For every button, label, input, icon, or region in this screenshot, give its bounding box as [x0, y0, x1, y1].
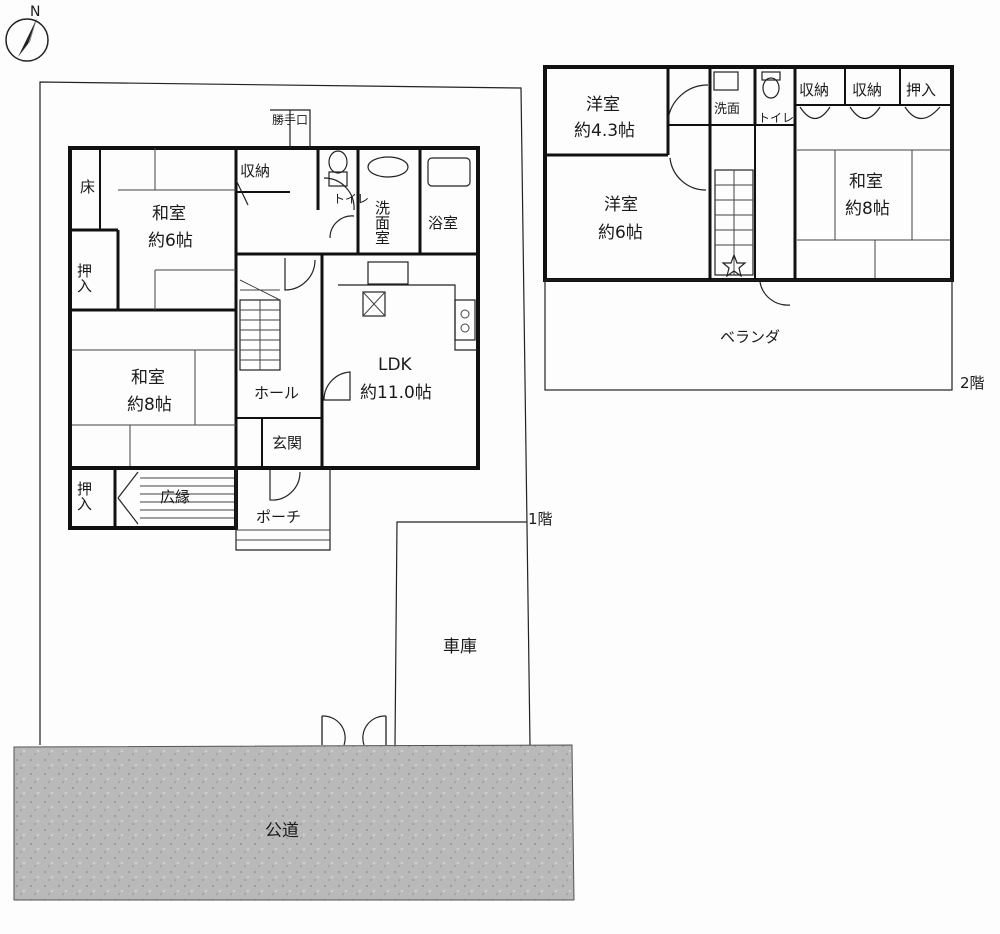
floor2-label: 2階: [960, 374, 985, 392]
shuno-2f-2-label: 収納: [852, 81, 882, 99]
toilet-1f-icon: [328, 150, 348, 174]
stair-1f: [239, 279, 281, 371]
yokushitsu-label: 浴室: [428, 214, 458, 232]
yoshitsu-6-name: 洋室: [604, 195, 638, 215]
stair-2f: [714, 169, 754, 278]
doors-2f: [667, 84, 941, 306]
compass-north-label: N: [30, 4, 40, 20]
porch-label: ポーチ: [256, 508, 301, 526]
bathtub-icon: [427, 157, 471, 187]
washbasin-1f-icon: [367, 156, 409, 178]
toilet-2f-icon: [762, 77, 780, 99]
hiroen-label: 広縁: [160, 488, 190, 506]
genkan-label: 玄関: [272, 434, 302, 452]
toilet-2f-label: トイレ: [758, 111, 794, 125]
senmen-2f-label: 洗面: [714, 102, 740, 117]
fridge-icon: [362, 291, 386, 317]
katteguchi-label: 勝手口: [272, 112, 308, 127]
washitsu-2f-name: 和室: [849, 172, 883, 192]
washitsu-6-size: 約6帖: [148, 231, 193, 251]
tatami-lines-2f: [797, 149, 950, 278]
fixtures-2f: [713, 71, 781, 99]
porch: [235, 468, 331, 551]
garage-label: 車庫: [443, 637, 477, 657]
yoshitsu-6-size: 約6帖: [598, 223, 643, 243]
shuno-2f-1-label: 収納: [799, 81, 829, 99]
washitsu-8-size: 約8帖: [127, 395, 172, 415]
ldk-name: LDK: [378, 355, 413, 375]
hiroen-slats: [117, 471, 234, 525]
lot-boundary: [39, 81, 531, 746]
tokonoma-label: 床: [80, 178, 95, 196]
floor1-label: 1階: [528, 510, 553, 528]
oshiire-2f-label: 押入: [906, 81, 936, 99]
kitchen-sink-icon: [367, 261, 409, 285]
yoshitsu-43-size: 約4.3帖: [574, 121, 635, 141]
hall-label: ホール: [254, 384, 299, 402]
oshiire-top-label: 押入: [75, 263, 93, 293]
floor2-walls: [543, 65, 954, 391]
road-label: 公道: [265, 821, 299, 841]
washitsu-8-name: 和室: [131, 368, 165, 388]
washitsu-2f-size: 約8帖: [845, 199, 890, 219]
north-compass-icon: N: [5, 4, 49, 62]
oshiire-bottom-label: 押入: [75, 481, 93, 511]
floor1-walls: [68, 146, 480, 530]
public-road: 公道: [13, 744, 575, 901]
toilet-1f-label: トイレ: [333, 192, 369, 206]
senmenshitsu-label: 洗面室: [373, 200, 391, 245]
stove-icon: [454, 299, 476, 341]
garage: 車庫: [394, 521, 527, 746]
shuno-1f-label: 収納: [240, 162, 270, 180]
washitsu-6-name: 和室: [152, 204, 186, 224]
gate: [321, 715, 387, 746]
veranda-label: ベランダ: [720, 328, 780, 346]
tatami-lines-1f: [72, 148, 236, 466]
doors-1f: [235, 109, 355, 501]
fixtures-1f: [328, 150, 478, 351]
ldk-size: 約11.0帖: [360, 383, 432, 403]
yoshitsu-43-name: 洋室: [586, 95, 620, 115]
washbasin-2f-icon: [713, 71, 739, 91]
